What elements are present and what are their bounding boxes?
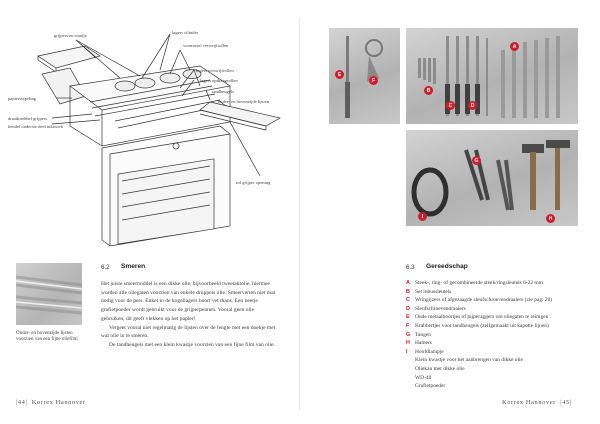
photo-wrenches: A B C D <box>406 28 578 124</box>
callout-lagers-opdraagrollen: lagers opdraagrollen <box>200 78 238 83</box>
list-key: E <box>406 314 410 321</box>
callout-papierstapeling: papierstapeling <box>8 96 37 101</box>
right-page-number: 45 <box>562 399 570 406</box>
page-gutter <box>299 18 300 410</box>
list-item: F Krabbertjes voor tandheugels (zelfgemaa… <box>406 322 586 331</box>
badge-d: D <box>468 101 477 110</box>
rails-photo-detail <box>15 275 83 315</box>
smeren-paragraph-2: Vergeet vooral niet regelmatig de lijste… <box>101 324 276 340</box>
badge-b: B <box>424 86 433 95</box>
callout-wormwiel-verwrijfrollen: wormwiel verwrijfrollen <box>183 43 229 48</box>
smeren-body: Het juiste smeermiddel is een dikke olie… <box>101 280 277 350</box>
badge-e: E <box>335 70 344 79</box>
smeren-paragraph-3: De tandheugels met een klein kwastje voo… <box>109 341 275 348</box>
list-text: Tangen <box>415 331 431 338</box>
callout-rol-grijper-opening: rol grijper opening <box>236 180 271 185</box>
list-text: Hamers <box>415 340 432 347</box>
list-text: Krabbertjes voor tandheugels (zelfgemaak… <box>415 322 549 329</box>
callout-grijpers-en-staafje: grijpers en staafje <box>54 33 87 38</box>
rails-photo <box>15 263 83 325</box>
list-text: Hoofdlampje <box>415 348 444 355</box>
list-item: H Hamers <box>406 339 586 348</box>
list-subitem: Klein kwastje voor het aanbrengen van di… <box>415 357 523 364</box>
left-footer: |44| Korrex Hannover <box>16 399 86 406</box>
press-machine-drawing <box>37 33 281 247</box>
section-title-smeren: Smeren <box>121 263 146 270</box>
list-text: Steek-, ring- of gecombineerde steek/rin… <box>415 280 543 286</box>
list-key: I <box>406 348 408 355</box>
list-item: D Sleufschroevendraaiers <box>406 305 586 314</box>
left-footer-title: Korrex Hannover <box>31 399 86 406</box>
callout-lagers-verwrijfrollen: lagers verwrijfrollen <box>196 68 234 73</box>
right-footer-title: Korrex Hannover <box>502 399 556 406</box>
callout-draaiknobbel-grijpers: draaiknobbel grijpers <box>8 116 48 121</box>
list-item: B Set inbussleutels <box>406 288 586 297</box>
callout-onder-en-bovenzijde-lijsten: onder- en bovenzijde lijsten <box>218 99 270 104</box>
right-footer: Korrex Hannover |45| <box>502 399 572 406</box>
list-text: Sleufschroevendraaiers <box>415 305 466 312</box>
photo-scrapers: E F <box>329 28 400 124</box>
badge-h: H <box>546 214 555 223</box>
section-number-smeren: 6.2 <box>101 264 110 271</box>
list-key: A <box>406 280 410 286</box>
list-text: Oude metaalboortjes of pijperaggers om o… <box>415 314 549 321</box>
section-title-gereedschap: Gereedschap <box>426 263 468 270</box>
rails-photo-caption: Onder- en bovenzijde lijsten voorzien va… <box>16 331 78 343</box>
wrenches-drawing <box>418 36 560 118</box>
scraper-tools-drawing <box>345 36 383 118</box>
tools-list: A Steek-, ring- of gecombineerde steek/ri… <box>406 279 586 391</box>
section-number-gereedschap: 6.3 <box>406 264 415 271</box>
list-subitem: Grafietpoeder <box>415 383 446 390</box>
list-item: A Steek-, ring- of gecombineerde steek/ri… <box>406 279 586 288</box>
list-key: F <box>406 322 410 329</box>
list-key: B <box>406 288 410 295</box>
callout-tandheugels: tandheugels <box>212 89 234 94</box>
smeren-paragraph-1: Het juiste smeermiddel is een dikke olie… <box>101 281 276 322</box>
callout-lagers-cilinder: lagers cilinder <box>172 30 199 35</box>
list-text: Wringijzers of afgezaagde sleufschroeven… <box>415 297 553 304</box>
badge-c: C <box>446 101 455 110</box>
list-item: E Oude metaalboortjes of pijperaggers om … <box>406 313 586 322</box>
photo-pliers-hammers: G I H <box>406 130 578 226</box>
left-page-number: 44 <box>17 399 26 406</box>
list-item: I Hoofdlampje <box>406 348 586 357</box>
list-subitem: Oliekan met dikke olie <box>415 365 465 372</box>
list-item: G Tangen <box>406 331 586 340</box>
badge-f: F <box>369 76 378 85</box>
callout-hendel-onderste-deel-inktwerk: hendel onderste deel inktwerk <box>8 124 64 129</box>
list-key: D <box>406 305 410 312</box>
badge-g: G <box>472 156 481 165</box>
pliers-hammers-drawing <box>411 140 570 217</box>
list-key: G <box>406 331 411 338</box>
list-subitem: WD-40 <box>415 374 432 381</box>
badge-i: I <box>418 212 427 221</box>
list-key: C <box>406 297 410 304</box>
badge-a: A <box>510 42 519 51</box>
list-text: Set inbussleutels <box>415 288 452 295</box>
list-key: H <box>406 340 410 347</box>
list-item: C Wringijzers of afgezaagde sleufschroeve… <box>406 296 586 305</box>
